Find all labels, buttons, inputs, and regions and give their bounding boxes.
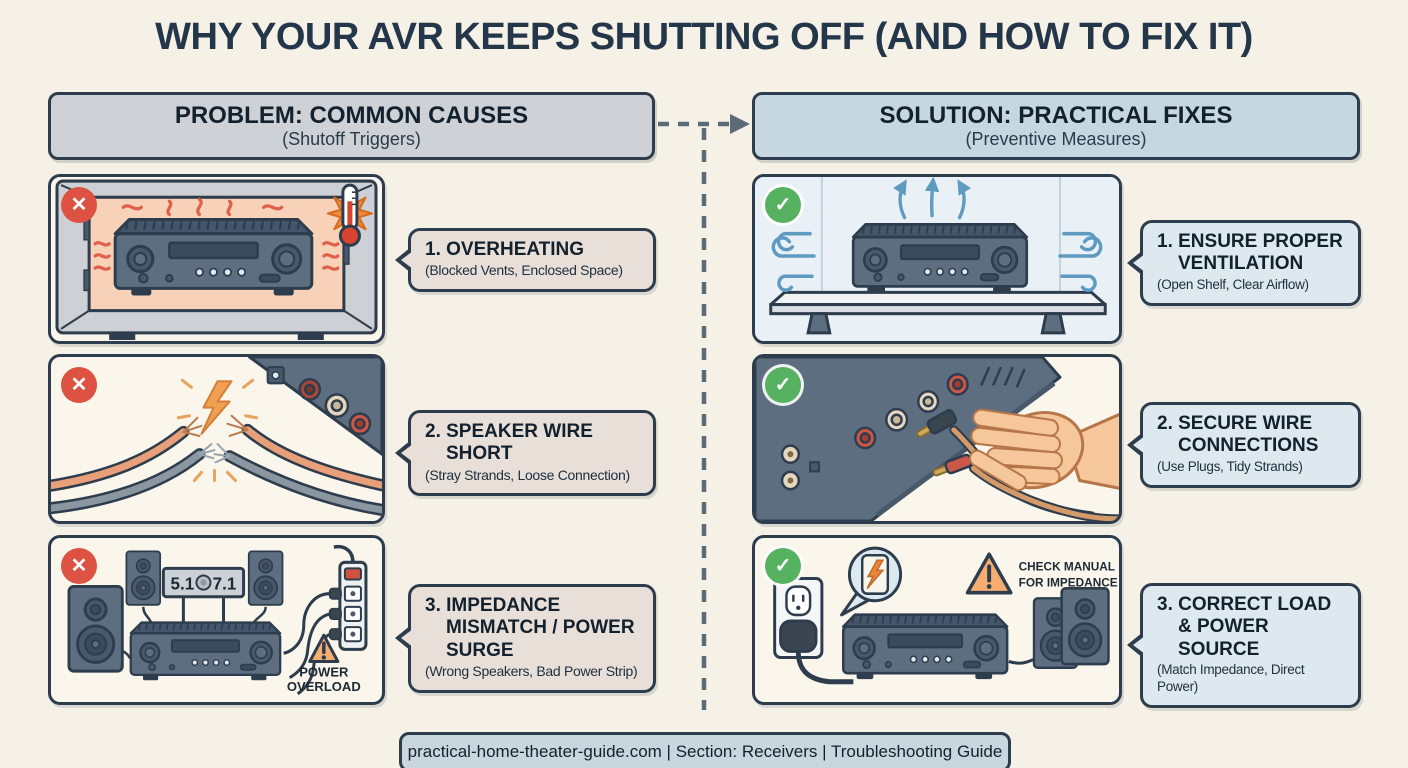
vent-slats: [980, 366, 1026, 388]
power-strip: [283, 544, 368, 696]
wind-curl-left: [771, 231, 816, 293]
avr-receiver: [841, 613, 1009, 681]
solution-header-subtitle: (Preventive Measures): [965, 128, 1147, 149]
warning-triangle-icon: [308, 633, 340, 664]
fingers: [968, 408, 1063, 492]
avr-receiver: [129, 621, 282, 682]
channel-badge: 5.1 7.1: [161, 566, 246, 624]
arrow-right-icon: [730, 114, 750, 134]
solution-card-correct-load: ✓ CHECK MANUAL: [752, 535, 1122, 705]
speech-bubble-power: [840, 546, 903, 617]
speaker: [67, 585, 124, 673]
solution-label-detail: (Match Impedance, Direct Power): [1157, 662, 1305, 695]
ventilation-illustration: [755, 177, 1119, 341]
problem-label-detail: (Blocked Vents, Enclosed Space): [425, 262, 623, 279]
channel-left-label: 5.1: [171, 574, 195, 594]
bubble-tail-fill: [1133, 435, 1145, 454]
power-cord: [795, 651, 854, 685]
footer-source-bar: practical-home-theater-guide.com | Secti…: [399, 732, 1011, 768]
power-overload-label-line1: POWER: [299, 665, 349, 680]
bubble-tail-fill: [1133, 636, 1145, 655]
correct-load-illustration: CHECK MANUAL FOR IMPEDANCE: [773, 546, 1118, 685]
solution-card-secure-wires: ✓: [752, 354, 1122, 524]
lightning-bolt-icon: [200, 380, 233, 435]
wall-plug: [779, 619, 818, 653]
problem-column-header: PROBLEM: COMMON CAUSES (Shutoff Triggers…: [48, 92, 655, 160]
warning-triangle-icon: [965, 552, 1013, 595]
problem-label-detail: (Wrong Speakers, Bad Power Strip): [425, 663, 638, 680]
check-manual-label-line1: CHECK MANUAL: [1019, 559, 1115, 573]
solution-label-correct-load: 3. CORRECT LOAD & POWER SOURCE (Match Im…: [1127, 583, 1361, 708]
solution-label-detail: (Open Shelf, Clear Airflow): [1157, 276, 1309, 292]
divider-dashed-arrow: [658, 114, 750, 710]
problem-header-title: PROBLEM: COMMON CAUSES: [174, 102, 529, 130]
hand: [968, 408, 1119, 492]
wind-curl-right: [1058, 231, 1103, 293]
speaker: [247, 550, 284, 606]
problem-label-title: 1. OVERHEATING: [425, 239, 585, 260]
binding-posts: [854, 372, 969, 450]
solution-column-header: SOLUTION: PRACTICAL FIXES (Preventive Me…: [752, 92, 1360, 160]
problem-header-subtitle: (Shutoff Triggers): [282, 128, 421, 149]
check-icon: ✓: [765, 187, 801, 223]
speaker: [1060, 587, 1110, 666]
avr-back-panel: [755, 357, 1062, 521]
solution-label-detail: (Use Plugs, Tidy Strands): [1157, 458, 1303, 474]
airflow-arrows: [771, 177, 1103, 293]
lightning-bolt-icon: [866, 559, 885, 590]
bubble-tail-fill: [401, 444, 413, 463]
solution-card-ventilation: ✓: [752, 174, 1122, 344]
problem-label-impedance-surge: 3. IMPEDANCE MISMATCH / POWER SURGE (Wro…: [395, 584, 656, 693]
problem-label-title: 3. IMPEDANCE MISMATCH / POWER SURGE: [425, 595, 635, 661]
open-shelf: [769, 290, 1107, 335]
impedance-surge-illustration: 5.1 7.1: [67, 544, 368, 696]
problem-label-detail: (Stray Strands, Loose Connection): [425, 466, 630, 483]
plugs: [328, 587, 342, 641]
binding-posts: [298, 378, 372, 436]
avr-receiver: [851, 223, 1029, 295]
speaker-cables: [51, 423, 382, 517]
problem-card-wire-short: ✕: [48, 354, 385, 524]
secure-wires-illustration: [755, 357, 1119, 521]
avr-receiver: [113, 218, 314, 297]
error-x-icon: ✕: [61, 187, 97, 223]
problem-card-overheating: ✕: [48, 174, 385, 344]
problem-label-overheating: 1. OVERHEATING (Blocked Vents, Enclosed …: [395, 228, 656, 292]
problem-label-wire-short: 2. SPEAKER WIRE SHORT (Stray Strands, Lo…: [395, 410, 656, 497]
error-x-icon: ✕: [61, 367, 97, 403]
wall-outlet: [773, 576, 854, 685]
check-icon: ✓: [765, 367, 801, 403]
page-title: WHY YOUR AVR KEEPS SHUTTING OFF (AND HOW…: [155, 16, 1253, 58]
solution-header-title: SOLUTION: PRACTICAL FIXES: [879, 102, 1233, 130]
solution-label-title: 2. SECURE WIRE CONNECTIONS: [1157, 413, 1319, 457]
solution-label-ventilation: 1. ENSURE PROPER VENTILATION (Open Shelf…: [1127, 220, 1361, 306]
error-x-icon: ✕: [61, 548, 97, 584]
check-manual-label-line2: FOR IMPEDANCE: [1019, 575, 1118, 589]
check-icon: ✓: [765, 548, 801, 584]
banana-plug-black: [916, 409, 958, 438]
hot-thermometer-icon: [326, 183, 373, 247]
problem-label-title: 2. SPEAKER WIRE SHORT: [425, 421, 593, 465]
channel-right-label: 7.1: [213, 574, 237, 594]
problem-card-impedance-surge: ✕ 5.1 7.1: [48, 535, 385, 705]
frayed-strands: [182, 414, 249, 464]
bubble-tail-fill: [1133, 253, 1145, 272]
bubble-tail-fill: [401, 250, 413, 269]
bubble-tail-fill: [401, 629, 413, 648]
solution-label-title: 3. CORRECT LOAD & POWER SOURCE: [1157, 594, 1332, 660]
heat-waves: [93, 197, 340, 271]
solution-label-secure-wires: 2. SECURE WIRE CONNECTIONS (Use Plugs, T…: [1127, 402, 1361, 488]
speaker: [125, 550, 162, 606]
solution-label-title: 1. ENSURE PROPER VENTILATION: [1157, 231, 1343, 275]
spark-lines: [176, 378, 259, 483]
power-overload-label-line2: OVERLOAD: [287, 679, 361, 694]
overheating-illustration: [55, 179, 378, 340]
wire-short-illustration: [51, 357, 382, 517]
